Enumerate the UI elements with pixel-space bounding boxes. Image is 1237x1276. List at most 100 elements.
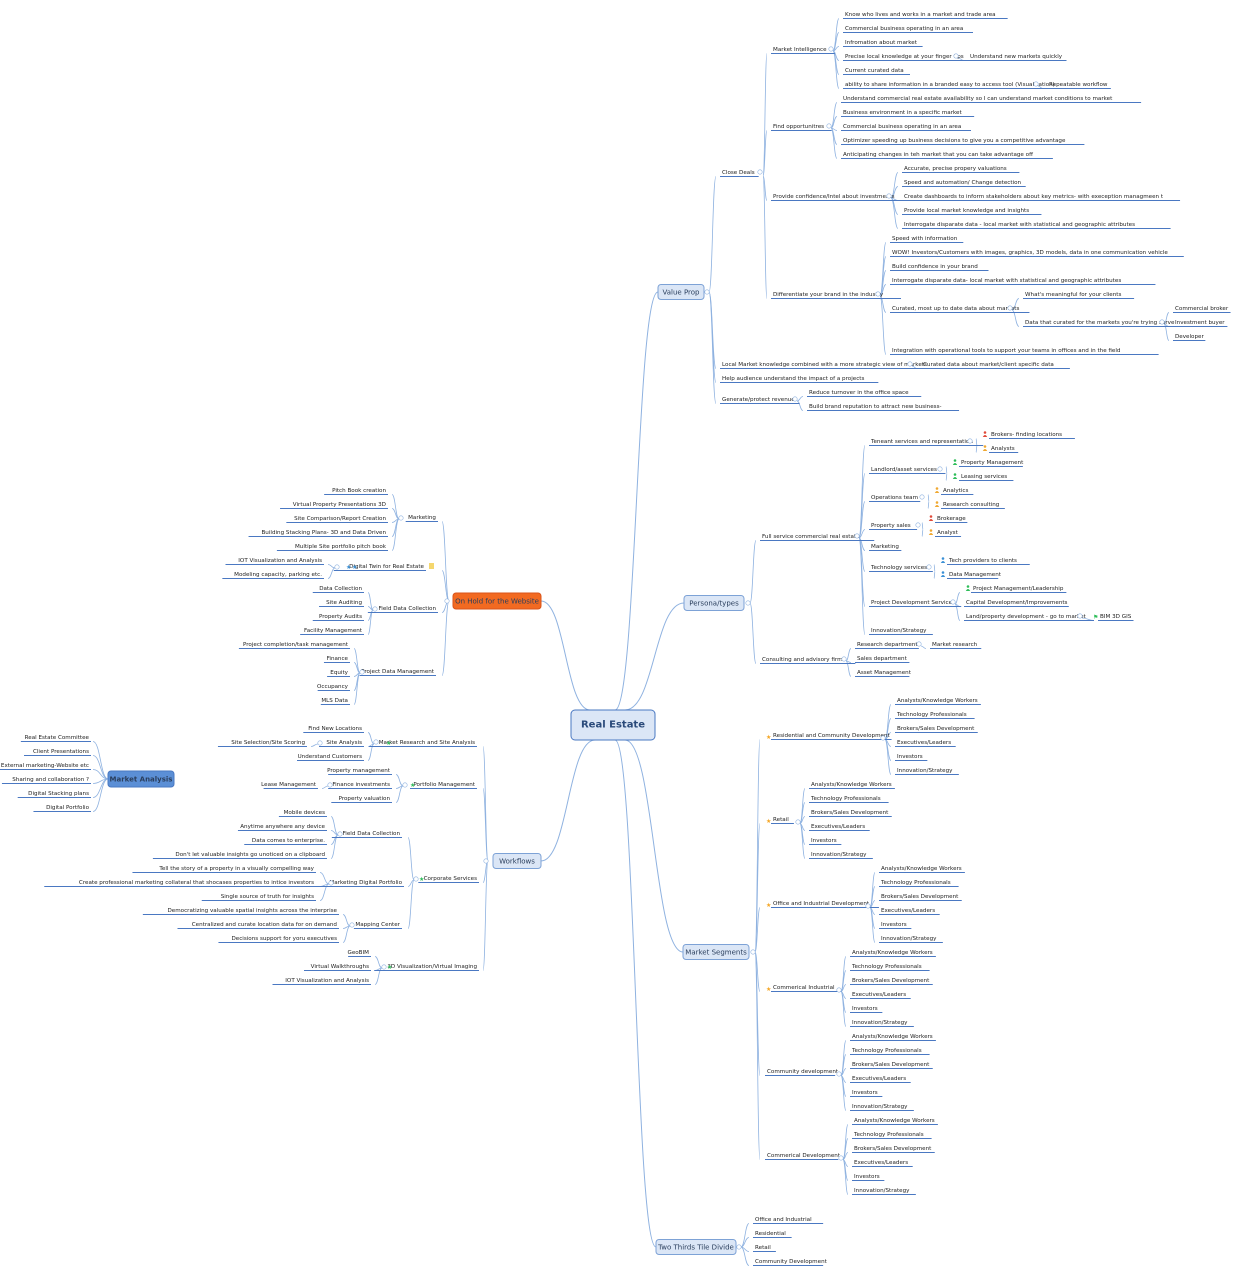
node-data-that-curated-for-the-markets-you-re[interactable]: Data that curated for the markets you're… [1023,320,1194,327]
node-external-marketing-website-etc[interactable]: External marketing-Website etc [0,763,91,770]
node-client-presentations[interactable]: Client Presentations [24,749,91,756]
collapse-toggle[interactable] [854,533,860,539]
node-curated-data-about-market-client-specifi[interactable]: Curated data about market/client specifi… [921,362,1070,369]
node-market-research-and-site-analysis[interactable]: Market Research and Site Analysis [369,740,477,747]
node-innovation-strategy[interactable]: Innovation/Strategy [850,1104,914,1111]
node-technology-professionals[interactable]: Technology Professionals [852,1132,932,1139]
node-reduce-turnover-in-the-office-space[interactable]: Reduce turnover in the office space [807,390,922,397]
node-commercial-business-operating-in-an-area[interactable]: Commercial business operating in an area [841,124,971,131]
node-tech-providers-to-clients[interactable]: Tech providers to clients [947,558,1030,565]
node-find-opportunitres[interactable]: Find opportunitres [771,124,832,131]
node-understand-new-markets-quickly[interactable]: Understand new markets quickly [968,54,1067,61]
node-current-curated-data[interactable]: Current curated data [843,68,910,75]
node-residential[interactable]: Residential [753,1231,792,1238]
node-property-sales[interactable]: Property sales [869,523,918,530]
node-brokers-finding-locations[interactable]: Brokers- finding locations [989,432,1075,439]
node-analysts-knowledge-workers[interactable]: Analysts/Knowledge Workers [850,950,936,957]
collapse-toggle[interactable] [373,739,379,745]
node-project-data-management[interactable]: Project Data Management [359,669,436,676]
node-help-audience-understand-the-impact-of-a[interactable]: Help audience understand the impact of a… [720,376,879,383]
node-property-valuation[interactable]: Property valuation [331,796,392,803]
node-iot-visualization-and-analysis[interactable]: IOT Visualization and Analysis [225,558,325,565]
node-innovation-strategy[interactable]: Innovation/Strategy [852,1188,916,1195]
node-full-service-commercial-real-estate[interactable]: Full service commercial real estate [760,534,875,541]
node-build-confidence-in-your-brand[interactable]: Build confidence in your brand [890,264,989,271]
node-pitch-book-creation[interactable]: Pitch Book creation [324,488,388,495]
node-finance[interactable]: Finance [323,656,350,663]
node-site-auditing[interactable]: Site Auditing [319,600,364,607]
collapse-toggle[interactable] [1159,319,1165,325]
node-community-development[interactable]: Community development [765,1069,839,1076]
collapse-toggle[interactable] [757,169,763,175]
node-project-completion-task-management[interactable]: Project completion/task management [238,642,350,649]
node-project-management-leadership[interactable]: Project Management/Leadership [971,586,1067,593]
collapse-toggle[interactable] [865,903,871,909]
collapse-toggle[interactable] [372,606,378,612]
node-3d-visualization-virtual-imaging[interactable]: 3D Visualization/Virtual Imaging [374,964,479,971]
collapse-toggle[interactable] [317,740,323,746]
node-multiple-site-portfolio-pitch-book[interactable]: Multiple Site portfolio pitch book [276,544,388,551]
node-marketing[interactable]: Marketing [405,515,438,522]
collapse-toggle[interactable] [826,123,832,129]
node-understand-commercial-real-estate-availa[interactable]: Understand commercial real estate availa… [841,96,1142,103]
node-mapping-center[interactable]: Mapping Center [353,922,402,929]
topic-value-prop[interactable]: Value Prop [657,284,705,300]
node-interrogate-disparate-data-local-market-[interactable]: Interrogate disparate data- local market… [890,278,1156,285]
collapse-toggle[interactable] [1007,305,1013,311]
node-property-audits[interactable]: Property Audits [312,614,364,621]
node-building-stacking-plans-3d-and-data-driv[interactable]: Building Stacking Plans- 3D and Data Dri… [248,530,388,537]
node-portfolio-management[interactable]: Portfolio Management [410,782,477,789]
collapse-toggle[interactable] [838,1155,844,1161]
node-repeatable-workflow[interactable]: Repeatable workflow [1047,82,1111,89]
node-asset-management[interactable]: Asset Management [855,670,912,677]
node-anticipating-changes-in-teh-market-that-[interactable]: Anticipating changes in teh market that … [841,152,1053,159]
node-virtual-walkthroughs[interactable]: Virtual Walkthroughs [304,964,371,971]
node-wow-investors-customers-with-images-grap[interactable]: WOW! Investors/Customers with images, gr… [890,250,1184,257]
collapse-toggle[interactable] [880,735,886,741]
node-consulting-and-advisory-firms[interactable]: Consulting and advisory firms [760,657,856,664]
root-topic[interactable]: Real Estate [570,709,656,741]
node-centralized-and-curate-location-data-for[interactable]: Centralized and curate location data for… [177,922,340,929]
node-lease-management[interactable]: Lease Management [261,782,318,789]
node-digital-stacking-plans[interactable]: Digital Stacking plans [17,791,91,798]
node-brokerage[interactable]: Brokerage [935,516,968,523]
node-technology-professionals[interactable]: Technology Professionals [879,880,959,887]
collapse-toggle[interactable] [402,782,408,788]
node-interrogate-disparate-data-local-market-[interactable]: Interrogate disparate data - local marke… [902,222,1171,229]
node-equity[interactable]: Equity [327,670,350,677]
node-finance-investments[interactable]: Finance investments [328,782,392,789]
node-office-and-industrial[interactable]: Office and Industrial [753,1217,824,1224]
node-executives-leaders[interactable]: Executives/Leaders [850,1076,911,1083]
node-data-comes-to-enterprise[interactable]: Data comes to enterprise. [244,838,327,845]
node-know-who-lives-and-works-in-a-market-and[interactable]: Know who lives and works in a market and… [843,12,1008,19]
node-brokers-sales-development[interactable]: Brokers/Sales Development [809,810,892,817]
node-capital-development-improvements[interactable]: Capital Development/Improvements [964,600,1069,607]
node-technology-professionals[interactable]: Technology Professionals [895,712,975,719]
node-analysts-knowledge-workers[interactable]: Analysts/Knowledge Workers [879,866,965,873]
node-speed-with-information[interactable]: Speed with information [890,236,964,243]
node-analytics[interactable]: Analytics [941,488,974,495]
collapse-toggle[interactable] [795,819,801,825]
node-mobile-devices[interactable]: Mobile devices [278,810,327,817]
collapse-toggle[interactable] [886,193,892,199]
node-mls-data[interactable]: MLS Data [320,698,350,705]
node-site-comparison-report-creation[interactable]: Site Comparison/Report Creation [286,516,388,523]
node-innovation-strategy[interactable]: Innovation/Strategy [895,768,959,775]
node-close-deals[interactable]: Close Deals [720,170,759,177]
collapse-toggle[interactable] [841,656,847,662]
node-analysts[interactable]: Analysts [989,446,1019,453]
node-curated-most-up-to-date-data-about-marke[interactable]: Curated, most up to date data about mark… [890,306,1030,313]
node-find-new-locations[interactable]: Find New Locations [303,726,364,733]
node-landlord-asset-services[interactable]: Landlord/asset services [869,467,946,474]
node-anytime-anywhere-any-device[interactable]: Anytime anywhere any device [237,824,327,831]
node-accurate-precise-propery-valuations[interactable]: Accurate, precise propery valuations [902,166,1020,173]
collapse-toggle[interactable] [926,564,932,570]
node-virtual-property-presentations-3d[interactable]: Virtual Property Presentations 3D [280,502,388,509]
collapse-toggle[interactable] [736,1244,742,1250]
collapse-toggle[interactable] [967,438,973,444]
collapse-toggle[interactable] [750,949,756,955]
node-site-selection-site-scoring[interactable]: Site Selection/Site Scoring [217,740,307,747]
node-project-development-services[interactable]: Project Development Services [869,600,962,607]
node-field-data-collection[interactable]: Field Data Collection [367,606,438,613]
node-create-professional-marketing-collateral[interactable]: Create professional marketing collateral… [44,880,316,887]
